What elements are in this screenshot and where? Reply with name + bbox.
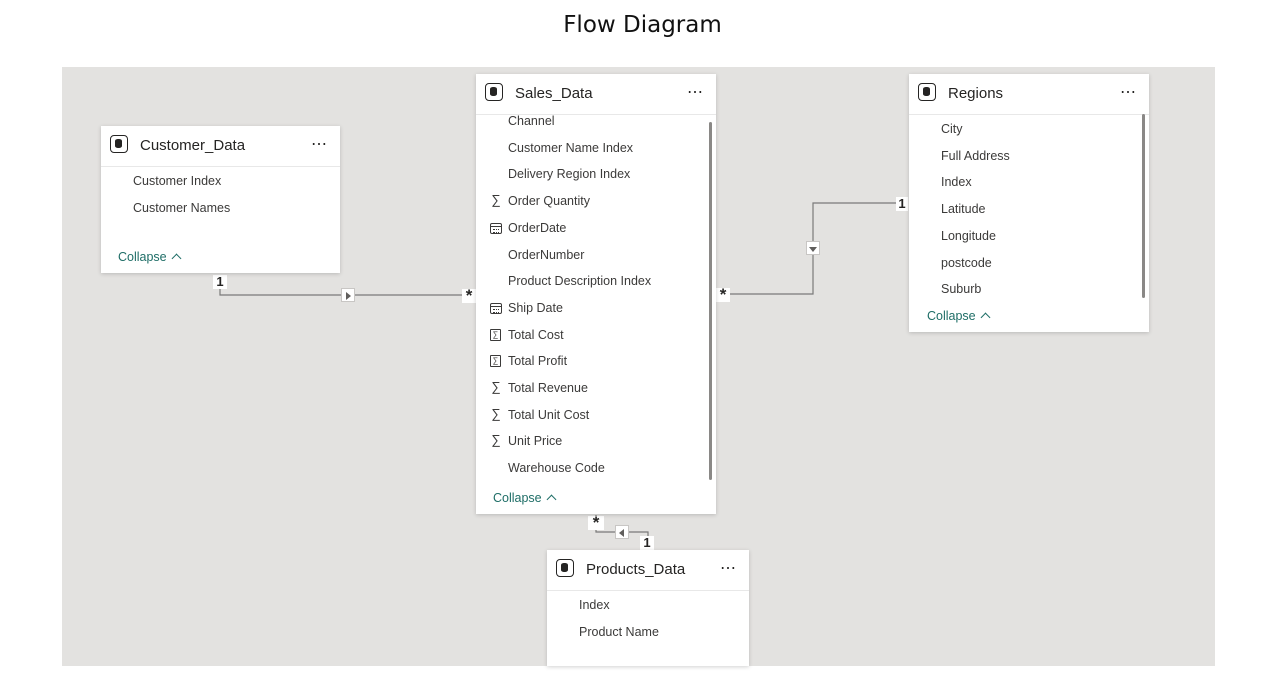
field-label: Delivery Region Index: [508, 167, 631, 182]
sigma-icon: ∑: [491, 379, 501, 394]
field-label: Ship Date: [508, 300, 563, 315]
field-label: Total Revenue: [508, 381, 588, 395]
cardinality-many-label: *: [462, 287, 476, 304]
field-label: Full Address: [941, 148, 1010, 163]
field-label: Total Unit Cost: [508, 407, 590, 422]
field-label: Order Quantity: [508, 194, 590, 209]
more-options-icon[interactable]: ⋯: [311, 136, 328, 153]
scrollbar[interactable]: [709, 122, 712, 480]
collapse-label: Collapse: [493, 491, 542, 505]
more-options-icon[interactable]: ⋯: [687, 84, 704, 101]
cardinality-one-label: 1: [640, 536, 654, 550]
scrollbar[interactable]: [1142, 114, 1145, 298]
field-label: Customer Names: [133, 200, 231, 215]
page-title: Flow Diagram: [563, 12, 722, 38]
field-label: Latitude: [941, 202, 986, 217]
field-row[interactable]: ∑ Total Revenue: [476, 376, 716, 402]
table-name: Products_Data: [586, 561, 686, 578]
field-label: Longitude: [941, 228, 996, 243]
field-row[interactable]: Index: [547, 593, 749, 619]
field-row[interactable]: Channel: [476, 109, 716, 135]
table-icon: [918, 83, 936, 101]
field-row[interactable]: Product Name: [547, 620, 749, 646]
chevron-up-icon: [546, 494, 557, 505]
field-row[interactable]: Full Address: [909, 144, 1149, 170]
table-card-header[interactable]: Customer_Data ⋯: [101, 126, 340, 167]
field-label: OrderDate: [508, 220, 567, 235]
field-row[interactable]: Longitude: [909, 224, 1149, 250]
table-name: Regions: [948, 85, 1004, 102]
field-row[interactable]: Product Description Index: [476, 269, 716, 295]
filter-direction-down-icon[interactable]: [806, 241, 820, 255]
table-card-header[interactable]: Regions ⋯: [909, 74, 1149, 115]
filter-direction-right-icon[interactable]: [341, 288, 355, 302]
calendar-icon: [490, 222, 502, 234]
field-row[interactable]: Customer Names: [101, 196, 340, 222]
table-card-header[interactable]: Sales_Data ⋯: [476, 74, 716, 115]
field-label: Warehouse Code: [508, 461, 605, 476]
field-row[interactable]: ∑ Total Cost: [476, 323, 716, 349]
cardinality-one-label: 1: [896, 197, 908, 211]
field-row[interactable]: ∑ Total Unit Cost: [476, 403, 716, 429]
cardinality-many-label: *: [716, 286, 730, 303]
field-row[interactable]: OrderNumber: [476, 243, 716, 269]
field-row[interactable]: ∑ Total Profit: [476, 349, 716, 375]
calculated-column-icon: ∑: [490, 355, 501, 368]
field-label: Product Name: [579, 624, 659, 639]
field-label: Customer Name Index: [508, 140, 634, 155]
field-row[interactable]: Latitude: [909, 197, 1149, 223]
field-row[interactable]: postcode: [909, 251, 1149, 277]
calendar-icon: [490, 302, 502, 314]
field-label: Total Cost: [508, 327, 564, 342]
table-icon: [556, 559, 574, 577]
sigma-icon: ∑: [491, 405, 501, 421]
cardinality-many-label: *: [588, 514, 604, 531]
chevron-up-icon: [980, 312, 991, 323]
field-row[interactable]: Index: [909, 170, 1149, 196]
more-options-icon[interactable]: ⋯: [1120, 84, 1137, 101]
calculated-column-icon: ∑: [490, 328, 501, 341]
collapse-button[interactable]: Collapse: [927, 309, 991, 323]
field-row[interactable]: Delivery Region Index: [476, 162, 716, 188]
field-row[interactable]: Suburb: [909, 277, 1149, 303]
field-row[interactable]: OrderDate: [476, 216, 716, 242]
table-icon: [485, 83, 503, 101]
table-card-header[interactable]: Products_Data ⋯: [547, 550, 749, 591]
more-options-icon[interactable]: ⋯: [720, 560, 737, 577]
collapse-button[interactable]: Collapse: [493, 491, 557, 505]
field-row[interactable]: Warehouse Code: [476, 456, 716, 482]
field-label: Product Description Index: [508, 274, 652, 289]
field-row[interactable]: ∑ Unit Price: [476, 429, 716, 455]
field-label: Suburb: [941, 282, 982, 297]
field-row[interactable]: ∑ Order Quantity: [476, 189, 716, 215]
collapse-label: Collapse: [927, 309, 976, 323]
filter-direction-left-icon[interactable]: [615, 525, 629, 539]
table-icon: [110, 135, 128, 153]
collapse-label: Collapse: [118, 250, 167, 264]
field-row[interactable]: City: [909, 117, 1149, 143]
field-label: Unit Price: [508, 434, 563, 449]
field-label: Total Profit: [508, 354, 568, 369]
cardinality-one-label: 1: [213, 275, 227, 289]
sigma-icon: ∑: [491, 432, 501, 448]
field-row[interactable]: Customer Index: [101, 169, 340, 195]
collapse-button[interactable]: Collapse: [118, 250, 182, 264]
field-label: postcode: [941, 255, 992, 270]
field-row[interactable]: Ship Date: [476, 296, 716, 322]
field-label: OrderNumber: [508, 247, 585, 262]
table-name: Sales_Data: [515, 85, 593, 102]
field-label: Customer Index: [133, 174, 222, 188]
field-label: City: [941, 122, 963, 136]
table-name: Customer_Data: [140, 137, 246, 154]
field-row[interactable]: Customer Name Index: [476, 136, 716, 162]
sigma-icon: ∑: [491, 192, 501, 208]
chevron-up-icon: [171, 253, 182, 264]
field-label: Index: [941, 175, 972, 190]
field-label: Index: [579, 598, 610, 612]
field-label: Channel: [508, 114, 555, 128]
